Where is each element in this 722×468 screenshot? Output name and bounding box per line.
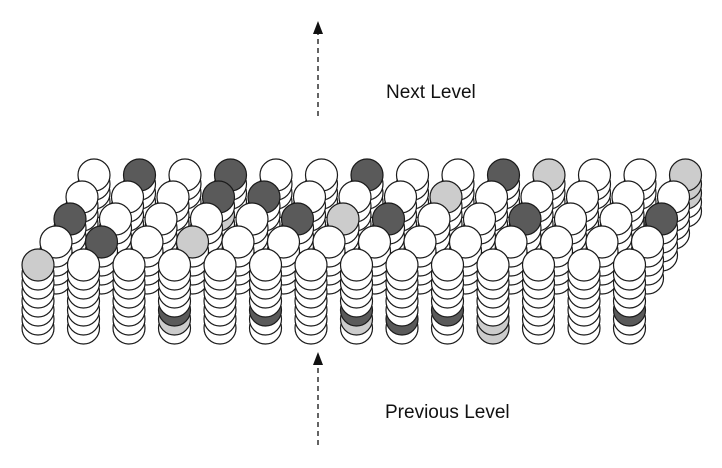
- previous-level-arrowhead: [313, 352, 323, 365]
- sphere: [385, 248, 419, 282]
- sphere: [112, 248, 146, 282]
- sphere: [294, 248, 328, 282]
- sphere: [430, 248, 465, 282]
- sphere: [130, 225, 164, 259]
- sphere: [157, 248, 192, 282]
- sphere: [248, 248, 283, 282]
- sphere: [585, 225, 619, 259]
- sphere: [21, 248, 55, 282]
- sphere: [39, 225, 73, 259]
- sphere: [539, 225, 574, 259]
- next-level-arrowhead: [313, 21, 323, 34]
- sphere: [221, 225, 255, 259]
- previous-level-label: Previous Level: [385, 402, 510, 423]
- sphere: [630, 225, 665, 259]
- sphere: [403, 225, 437, 259]
- sphere: [84, 225, 119, 259]
- sphere: [312, 225, 346, 259]
- sphere: [357, 225, 392, 259]
- sphere: [448, 225, 483, 259]
- sphere: [266, 225, 301, 259]
- sphere-stack-group: [21, 158, 703, 345]
- sphere: [66, 248, 101, 282]
- sphere: [203, 248, 237, 282]
- sphere: [612, 248, 647, 282]
- sphere: [567, 248, 601, 282]
- sphere: [494, 225, 528, 259]
- sphere: [521, 248, 556, 282]
- sphere: [175, 225, 210, 259]
- sphere: [339, 248, 374, 282]
- sphere: [476, 248, 510, 282]
- next-level-label: Next Level: [386, 82, 476, 103]
